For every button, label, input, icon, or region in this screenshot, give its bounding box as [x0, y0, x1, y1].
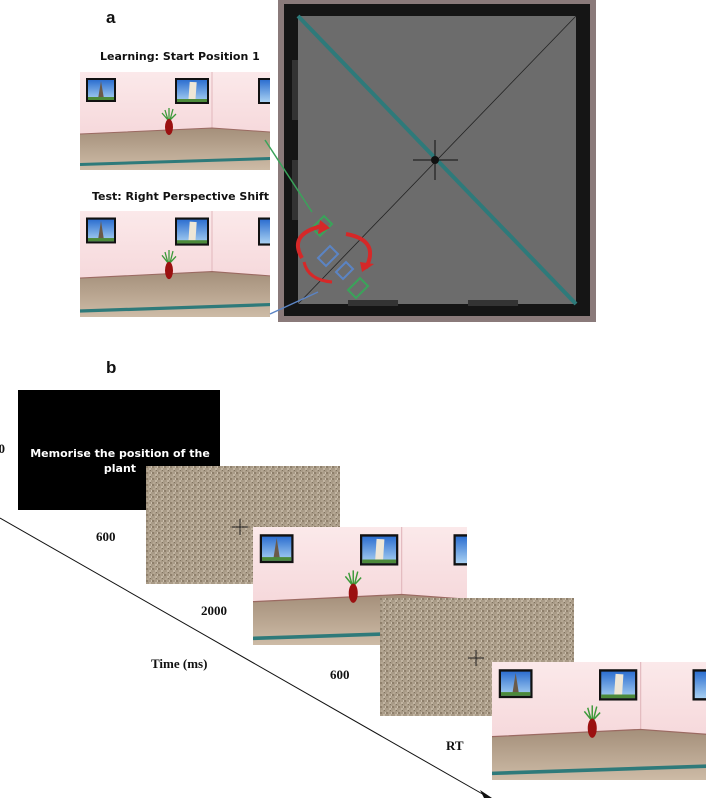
panel-b-label: b: [106, 358, 117, 377]
cropped-timing: 50: [0, 441, 5, 456]
timing-label-3: 600: [330, 667, 350, 682]
test-room-screen: [492, 662, 706, 780]
timing-label-2: 2000: [201, 603, 227, 618]
time-axis-label: Time (ms): [151, 656, 208, 671]
timing-label-rt: RT: [446, 738, 464, 753]
timing-label-1: 600: [96, 529, 116, 544]
time-axis-arrow: [0, 517, 492, 798]
connector-lines: [264, 139, 319, 315]
instruction-screen: Memorise the position of the plant: [18, 390, 220, 510]
top-down-room-view: [278, 0, 596, 322]
learning-caption: Learning: Start Position 1: [100, 50, 260, 63]
instruction-text: Memorise the position of the plant: [30, 447, 210, 475]
panel-a-label: a: [106, 8, 116, 27]
test-caption: Test: Right Perspective Shift: [92, 190, 269, 203]
